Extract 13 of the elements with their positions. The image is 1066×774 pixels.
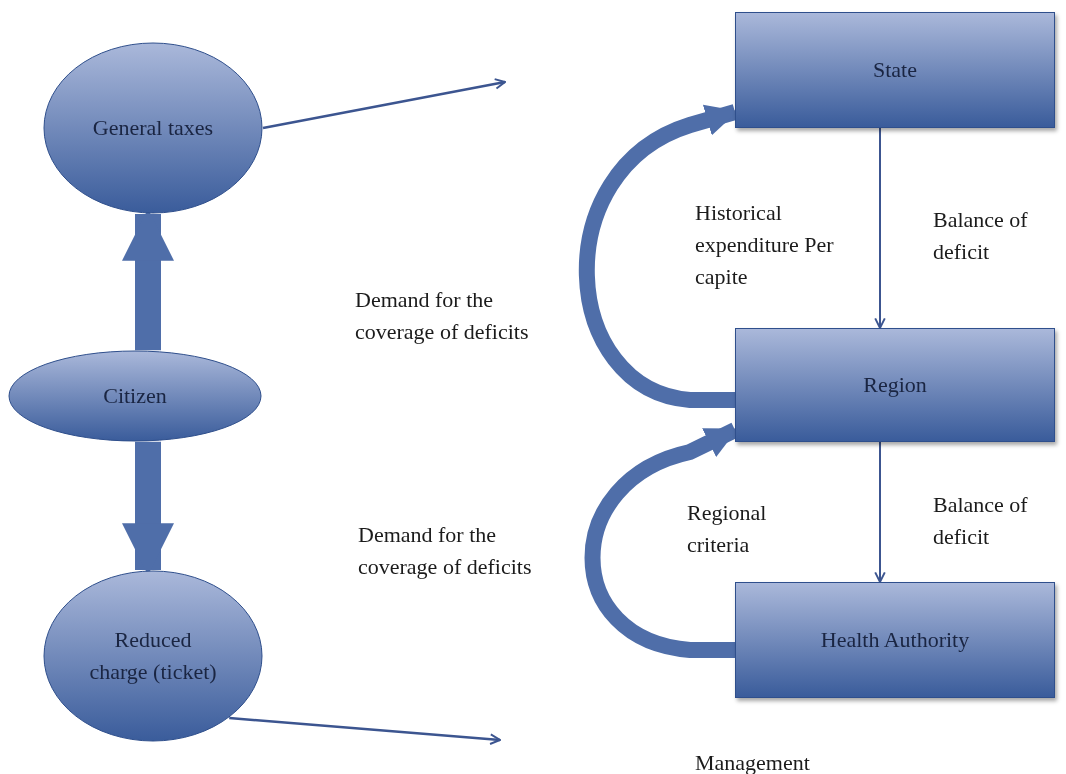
annotation-text: Historical expenditure Per capite — [695, 199, 835, 291]
arrow — [874, 127, 886, 329]
ellipse-node: Citizen — [8, 350, 262, 442]
ellipse-node: Reduced charge (ticket) — [43, 570, 263, 742]
process-box: Health Authority — [735, 582, 1055, 698]
annotation-text: Regional criteria — [687, 499, 768, 559]
arrow — [874, 441, 886, 583]
annotation-text: Management — [695, 749, 811, 774]
ellipse-node: General taxes — [43, 42, 263, 214]
process-box: State — [735, 12, 1055, 128]
arrow — [262, 78, 506, 130]
process-box: Region — [735, 328, 1055, 442]
arrow — [229, 716, 501, 745]
